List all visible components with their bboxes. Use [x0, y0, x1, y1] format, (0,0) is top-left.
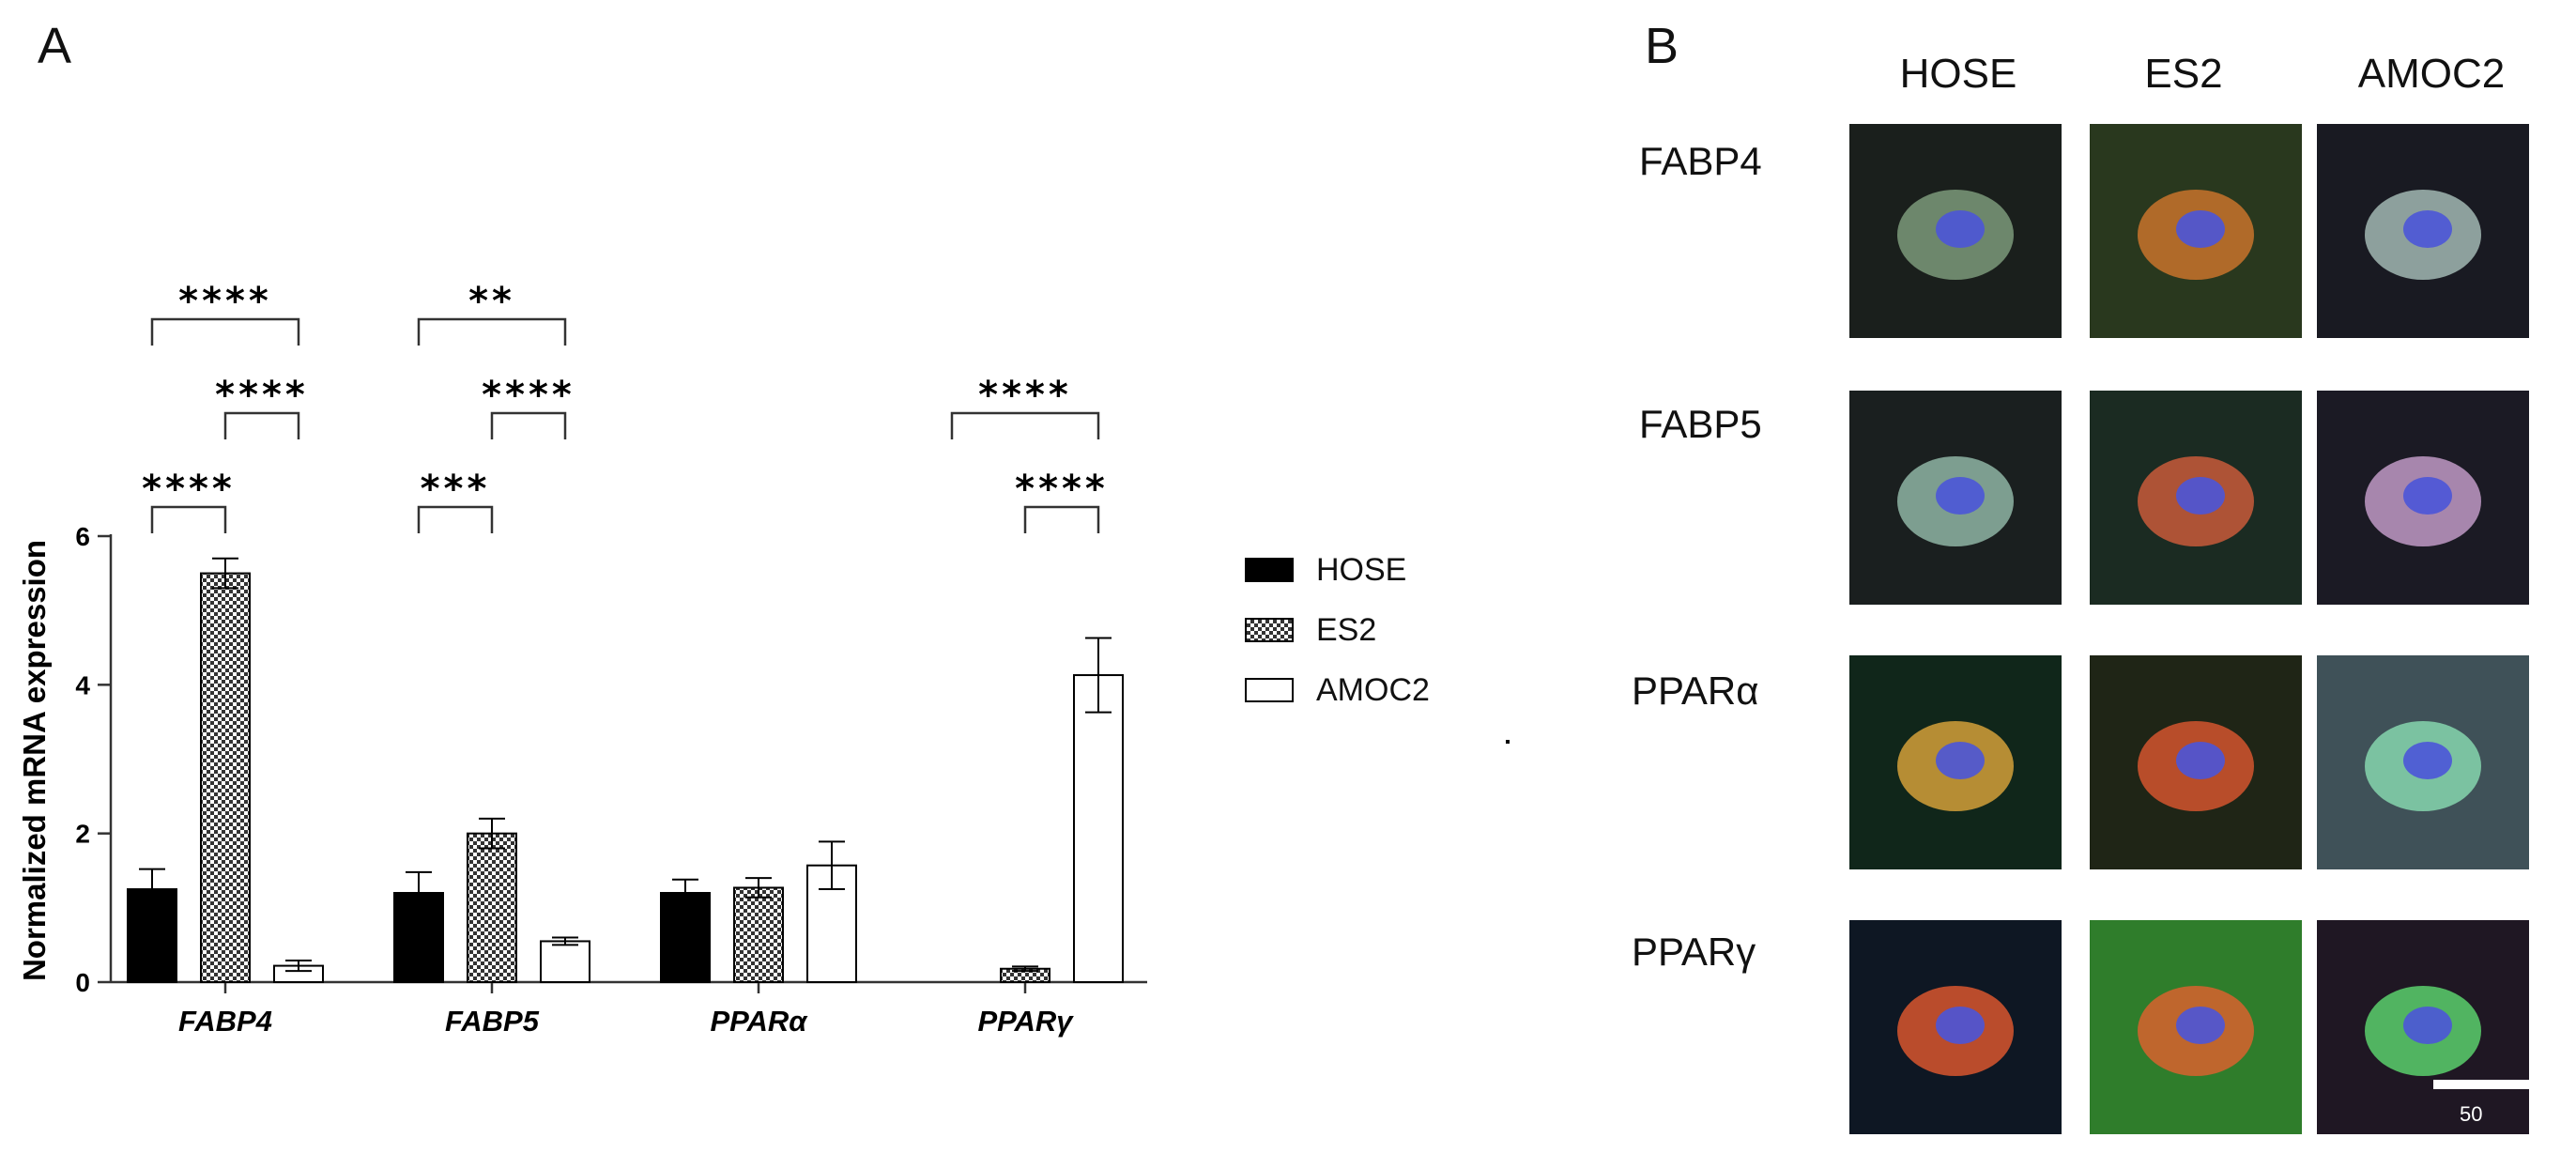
micrograph-tile: [1849, 655, 2062, 869]
cell-image: [1897, 190, 2014, 280]
cell-image: [1897, 456, 2014, 546]
legend-label: ES2: [1316, 611, 1377, 648]
cell-image: [2138, 190, 2254, 280]
cell-image: [2365, 190, 2481, 280]
micrograph-tile: [2090, 655, 2302, 869]
significance-bracket: [150, 505, 227, 533]
panel-a-label: A: [38, 18, 72, 74]
chart-legend: HOSE ES2 AMOC2: [1245, 540, 1430, 720]
micrograph-tile: [2317, 920, 2529, 1134]
micrograph-tile: [2317, 124, 2529, 338]
row-label-fabp5: FABP5: [1639, 402, 1762, 446]
bar: [200, 572, 251, 983]
micrograph-tile: [2317, 655, 2529, 869]
significance-bracket: [417, 505, 494, 533]
y-tick-label: 2: [75, 820, 90, 849]
x-tick-label: FABP5: [445, 1005, 540, 1038]
y-tick-label: 0: [75, 968, 90, 997]
significance-bracket: [417, 317, 567, 346]
scale-bar-label: 50 µm: [2460, 1102, 2490, 1150]
micrograph-tile: [2317, 391, 2529, 605]
legend-item-hose: HOSE: [1245, 540, 1430, 600]
y-axis-label: Normalized mRNA expression: [17, 540, 52, 981]
legend-item-es2: ES2: [1245, 600, 1430, 660]
legend-swatch-amoc2: [1245, 678, 1294, 702]
significance-label: ****: [482, 374, 575, 417]
bar: [467, 832, 517, 984]
column-header-amoc2: AMOC2: [2357, 51, 2506, 97]
cell-image: [2138, 986, 2254, 1076]
legend-label: HOSE: [1316, 551, 1407, 588]
micrograph-tile: [1849, 124, 2062, 338]
micrograph-tile: [2090, 124, 2302, 338]
significance-label: ***: [421, 468, 491, 511]
legend-swatch-es2: [1245, 618, 1294, 642]
column-header-hose: HOSE: [1899, 51, 2017, 97]
y-tick-label: 4: [75, 670, 90, 699]
bar: [733, 886, 784, 983]
significance-label: **: [468, 280, 515, 323]
significance-bracket: [223, 411, 300, 439]
row-label-fabp4: FABP4: [1639, 139, 1762, 183]
micrograph-tile: [1849, 920, 2062, 1134]
panel-b-label: B: [1645, 18, 1679, 74]
y-tick-label: 6: [75, 522, 90, 551]
significance-bracket: [490, 411, 567, 439]
significance-bracket: [1023, 505, 1100, 533]
scale-bar: [2433, 1080, 2544, 1089]
cell-image: [2365, 456, 2481, 546]
row-label-ppara: PPARα: [1632, 669, 1759, 713]
cell-image: [2138, 721, 2254, 811]
significance-label: ****: [178, 280, 272, 323]
significance-label: ****: [215, 374, 309, 417]
micrograph-tile: [1849, 391, 2062, 605]
significance-bracket: [950, 411, 1100, 439]
cell-image: [1897, 721, 2014, 811]
legend-item-amoc2: AMOC2: [1245, 660, 1430, 720]
legend-label: AMOC2: [1316, 671, 1430, 708]
bar: [540, 940, 590, 983]
bar: [1073, 674, 1124, 984]
cell-image: [2365, 721, 2481, 811]
cell-image: [1897, 986, 2014, 1076]
bar: [127, 888, 177, 984]
x-tick-label: FABP4: [178, 1005, 272, 1038]
stray-dot: [1506, 740, 1510, 744]
row-label-pparg: PPARγ: [1632, 930, 1756, 974]
cell-image: [2138, 456, 2254, 546]
x-tick-label: PPARγ: [977, 1005, 1074, 1038]
cell-image: [2365, 986, 2481, 1076]
significance-bracket: [150, 317, 300, 346]
significance-label: ****: [978, 374, 1072, 417]
micrograph-tile: [2090, 391, 2302, 605]
x-tick-label: PPARα: [710, 1005, 808, 1038]
legend-swatch-hose: [1245, 558, 1294, 582]
column-header-es2: ES2: [2144, 51, 2223, 97]
micrograph-tile: [2090, 920, 2302, 1134]
significance-label: ****: [142, 468, 236, 511]
significance-label: ****: [1015, 468, 1109, 511]
bar: [660, 892, 711, 983]
